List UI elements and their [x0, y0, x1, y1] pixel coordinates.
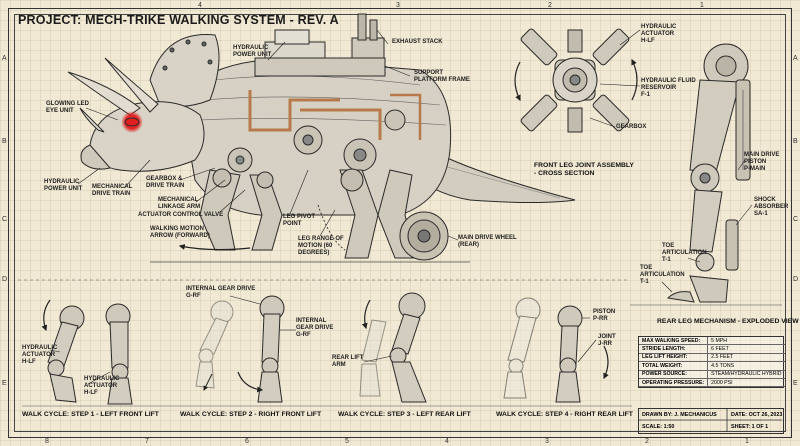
- label-mechanical-drive-train: MECHANICAL DRIVE TRAIN: [92, 184, 133, 197]
- leader-lines-section: [589, 29, 641, 128]
- walk-cycle-1: [41, 299, 133, 405]
- walk-cycle-2: [195, 295, 285, 403]
- zone-bottom-4: 4: [445, 438, 449, 445]
- caption-walk-step-2: WALK CYCLE: STEP 2 - RIGHT FRONT LIFT: [180, 411, 322, 418]
- spec-row: STRIDE LENGTH:6 FEET: [639, 344, 785, 354]
- spec-key: MAX WALKING SPEED:: [639, 337, 709, 346]
- label-gearbox-drive-train: GEARBOX & DRIVE TRAIN: [146, 176, 185, 189]
- zone-top-1: 1: [700, 2, 704, 9]
- inner-frame: [14, 14, 786, 432]
- label-main-drive-piston: MAIN DRIVE PISTON P-MAIN: [744, 152, 780, 172]
- zone-right-a: A: [793, 55, 798, 62]
- zone-bottom-5: 5: [345, 438, 349, 445]
- caption-front-leg-joint: FRONT LEG JOINT ASSEMBLY - CROSS SECTION: [534, 162, 634, 177]
- zone-bottom-2: 2: [645, 438, 649, 445]
- label-toe-articulation-1: TOE ARTICULATION T-1: [662, 243, 707, 263]
- spec-row: POWER SOURCE:STEAM/HYDRAULIC HYBRID: [639, 370, 785, 379]
- zone-left-d: D: [2, 276, 8, 283]
- spec-key: LEG LIFT HEIGHT:: [639, 353, 709, 363]
- caption-rear-leg-mechanism: REAR LEG MECHANISM - EXPLODED VIEW: [657, 318, 799, 325]
- label-main-drive-wheel: MAIN DRIVE WHEEL (REAR): [458, 235, 517, 248]
- spec-row: LEG LIFT HEIGHT:2.5 FEET: [639, 353, 785, 363]
- zone-top-4: 4: [198, 2, 202, 9]
- spec-row: MAX WALKING SPEED:5 MPH: [639, 337, 785, 346]
- zone-top-2: 2: [548, 2, 552, 9]
- zone-right-d: D: [793, 276, 799, 283]
- label-walking-motion-arrow: WALKING MOTION ARROW (FORWARD): [150, 226, 210, 239]
- label-leg-pivot-point: LEG PIVOT POINT: [283, 214, 316, 227]
- zone-right-b: B: [793, 138, 798, 145]
- label-rear-lift-arm: REAR LIFT ARM: [332, 355, 364, 368]
- label-leg-range-of-motion: LEG RANGE OF MOTION (60 DEGREES): [298, 236, 344, 256]
- drawing-date: DATE: OCT 26, 2023: [731, 412, 783, 418]
- leader-lines-main: [77, 29, 459, 241]
- spec-value: 2.5 FEET: [707, 353, 785, 363]
- spec-row: TOTAL WEIGHT:4.5 TONS: [639, 361, 785, 371]
- label-shock-absorber: SHOCK ABSORBER SA-1: [754, 197, 789, 217]
- zone-bottom-1: 1: [745, 438, 749, 445]
- spec-key: POWER SOURCE:: [639, 370, 709, 379]
- label-hydraulic-actuator-b: HYDRAULIC ACTUATOR H-LF: [84, 376, 120, 396]
- sheet-number: SHEET: 1 OF 1: [731, 424, 769, 430]
- label-actuator-control-valve: ACTUATOR CONTROL VALVE: [138, 212, 224, 218]
- label-exhaust-stack: EXHAUST STACK: [392, 39, 443, 45]
- label-internal-gear-drive-a: INTERNAL GEAR DRIVE G-RF: [186, 286, 256, 299]
- zone-bottom-6: 6: [245, 438, 249, 445]
- zone-left-b: B: [2, 138, 7, 145]
- caption-walk-step-4: WALK CYCLE: STEP 4 - RIGHT REAR LIFT: [496, 411, 633, 418]
- drawing-scale: SCALE: 1:50: [642, 424, 675, 430]
- label-piston-prr: PISTON P-RR: [593, 309, 616, 322]
- label-internal-gear-drive-b: INTERNAL GEAR DRIVE G-RF: [296, 318, 334, 338]
- label-hydraulic-fluid-reservoir: HYDRAULIC FLUID RESERVOIR F-1: [641, 78, 696, 98]
- caption-walk-step-1: WALK CYCLE: STEP 1 - LEFT FRONT LIFT: [22, 411, 159, 418]
- label-hydraulic-power-unit-top: HYDRAULIC POWER UNIT: [233, 45, 272, 58]
- zone-bottom-3: 3: [545, 438, 549, 445]
- label-gearbox: GEARBOX: [616, 124, 647, 130]
- label-glowing-led-eye: GLOWING LED EYE UNIT: [46, 101, 89, 114]
- specs-table: MAX WALKING SPEED:5 MPH STRIDE LENGTH:6 …: [638, 336, 785, 389]
- label-mechanical-linkage-arm: MECHANICAL LINKAGE ARM: [158, 197, 201, 210]
- mech-trike-main: [67, 13, 576, 263]
- spec-key: TOTAL WEIGHT:: [639, 361, 709, 371]
- spec-value: 6 FEET: [707, 344, 785, 354]
- spec-value: 5 MPH: [707, 337, 785, 346]
- zone-right-c: C: [793, 216, 799, 223]
- zone-right-e: E: [793, 380, 798, 387]
- zone-bottom-8: 8: [45, 438, 49, 445]
- spec-value: 4.5 TONS: [707, 361, 785, 371]
- walk-cycle-3: [359, 292, 427, 403]
- outer-frame: [8, 8, 792, 438]
- spec-key: OPERATING PRESSURE:: [639, 378, 709, 388]
- zone-bottom-7: 7: [145, 438, 149, 445]
- caption-walk-step-3: WALK CYCLE: STEP 3 - LEFT REAR LIFT: [338, 411, 471, 418]
- spec-value: STEAM/HYDRAULIC HYBRID: [707, 370, 785, 379]
- rear-leg-exploded: [630, 43, 782, 306]
- label-joint-jrr: JOINT J-RR: [598, 334, 616, 347]
- walk-cycle-4: [503, 297, 609, 403]
- front-leg-joint-section: [514, 28, 638, 133]
- drawn-by: DRAWN BY: J. MECHANICUS: [642, 412, 717, 418]
- label-hydraulic-actuator-top: HYDRAULIC ACTUATOR H-LF: [641, 24, 677, 44]
- label-toe-articulation-2: TOE ARTICULATION T-1: [640, 265, 685, 285]
- zone-top-3: 3: [396, 2, 400, 9]
- leader-lines-rear: [661, 159, 753, 293]
- title-block: DRAWN BY: J. MECHANICUS DATE: OCT 26, 20…: [638, 408, 784, 434]
- label-support-platform-frame: SUPPORT PLATFORM FRAME: [414, 70, 470, 83]
- drawing-title: PROJECT: MECH-TRIKE WALKING SYSTEM - REV…: [18, 13, 339, 27]
- leader-lines-walk: [49, 295, 597, 385]
- spec-key: STRIDE LENGTH:: [639, 344, 709, 354]
- zone-left-e: E: [2, 380, 7, 387]
- zone-left-a: A: [2, 55, 7, 62]
- zone-left-c: C: [2, 216, 8, 223]
- spec-value: 2000 PSI: [707, 378, 785, 388]
- label-hydraulic-actuator-a: HYDRAULIC ACTUATOR H-LF: [22, 345, 58, 365]
- label-hydraulic-power-unit-left: HYDRAULIC POWER UNIT: [44, 179, 83, 192]
- spec-row: OPERATING PRESSURE:2000 PSI: [639, 378, 785, 388]
